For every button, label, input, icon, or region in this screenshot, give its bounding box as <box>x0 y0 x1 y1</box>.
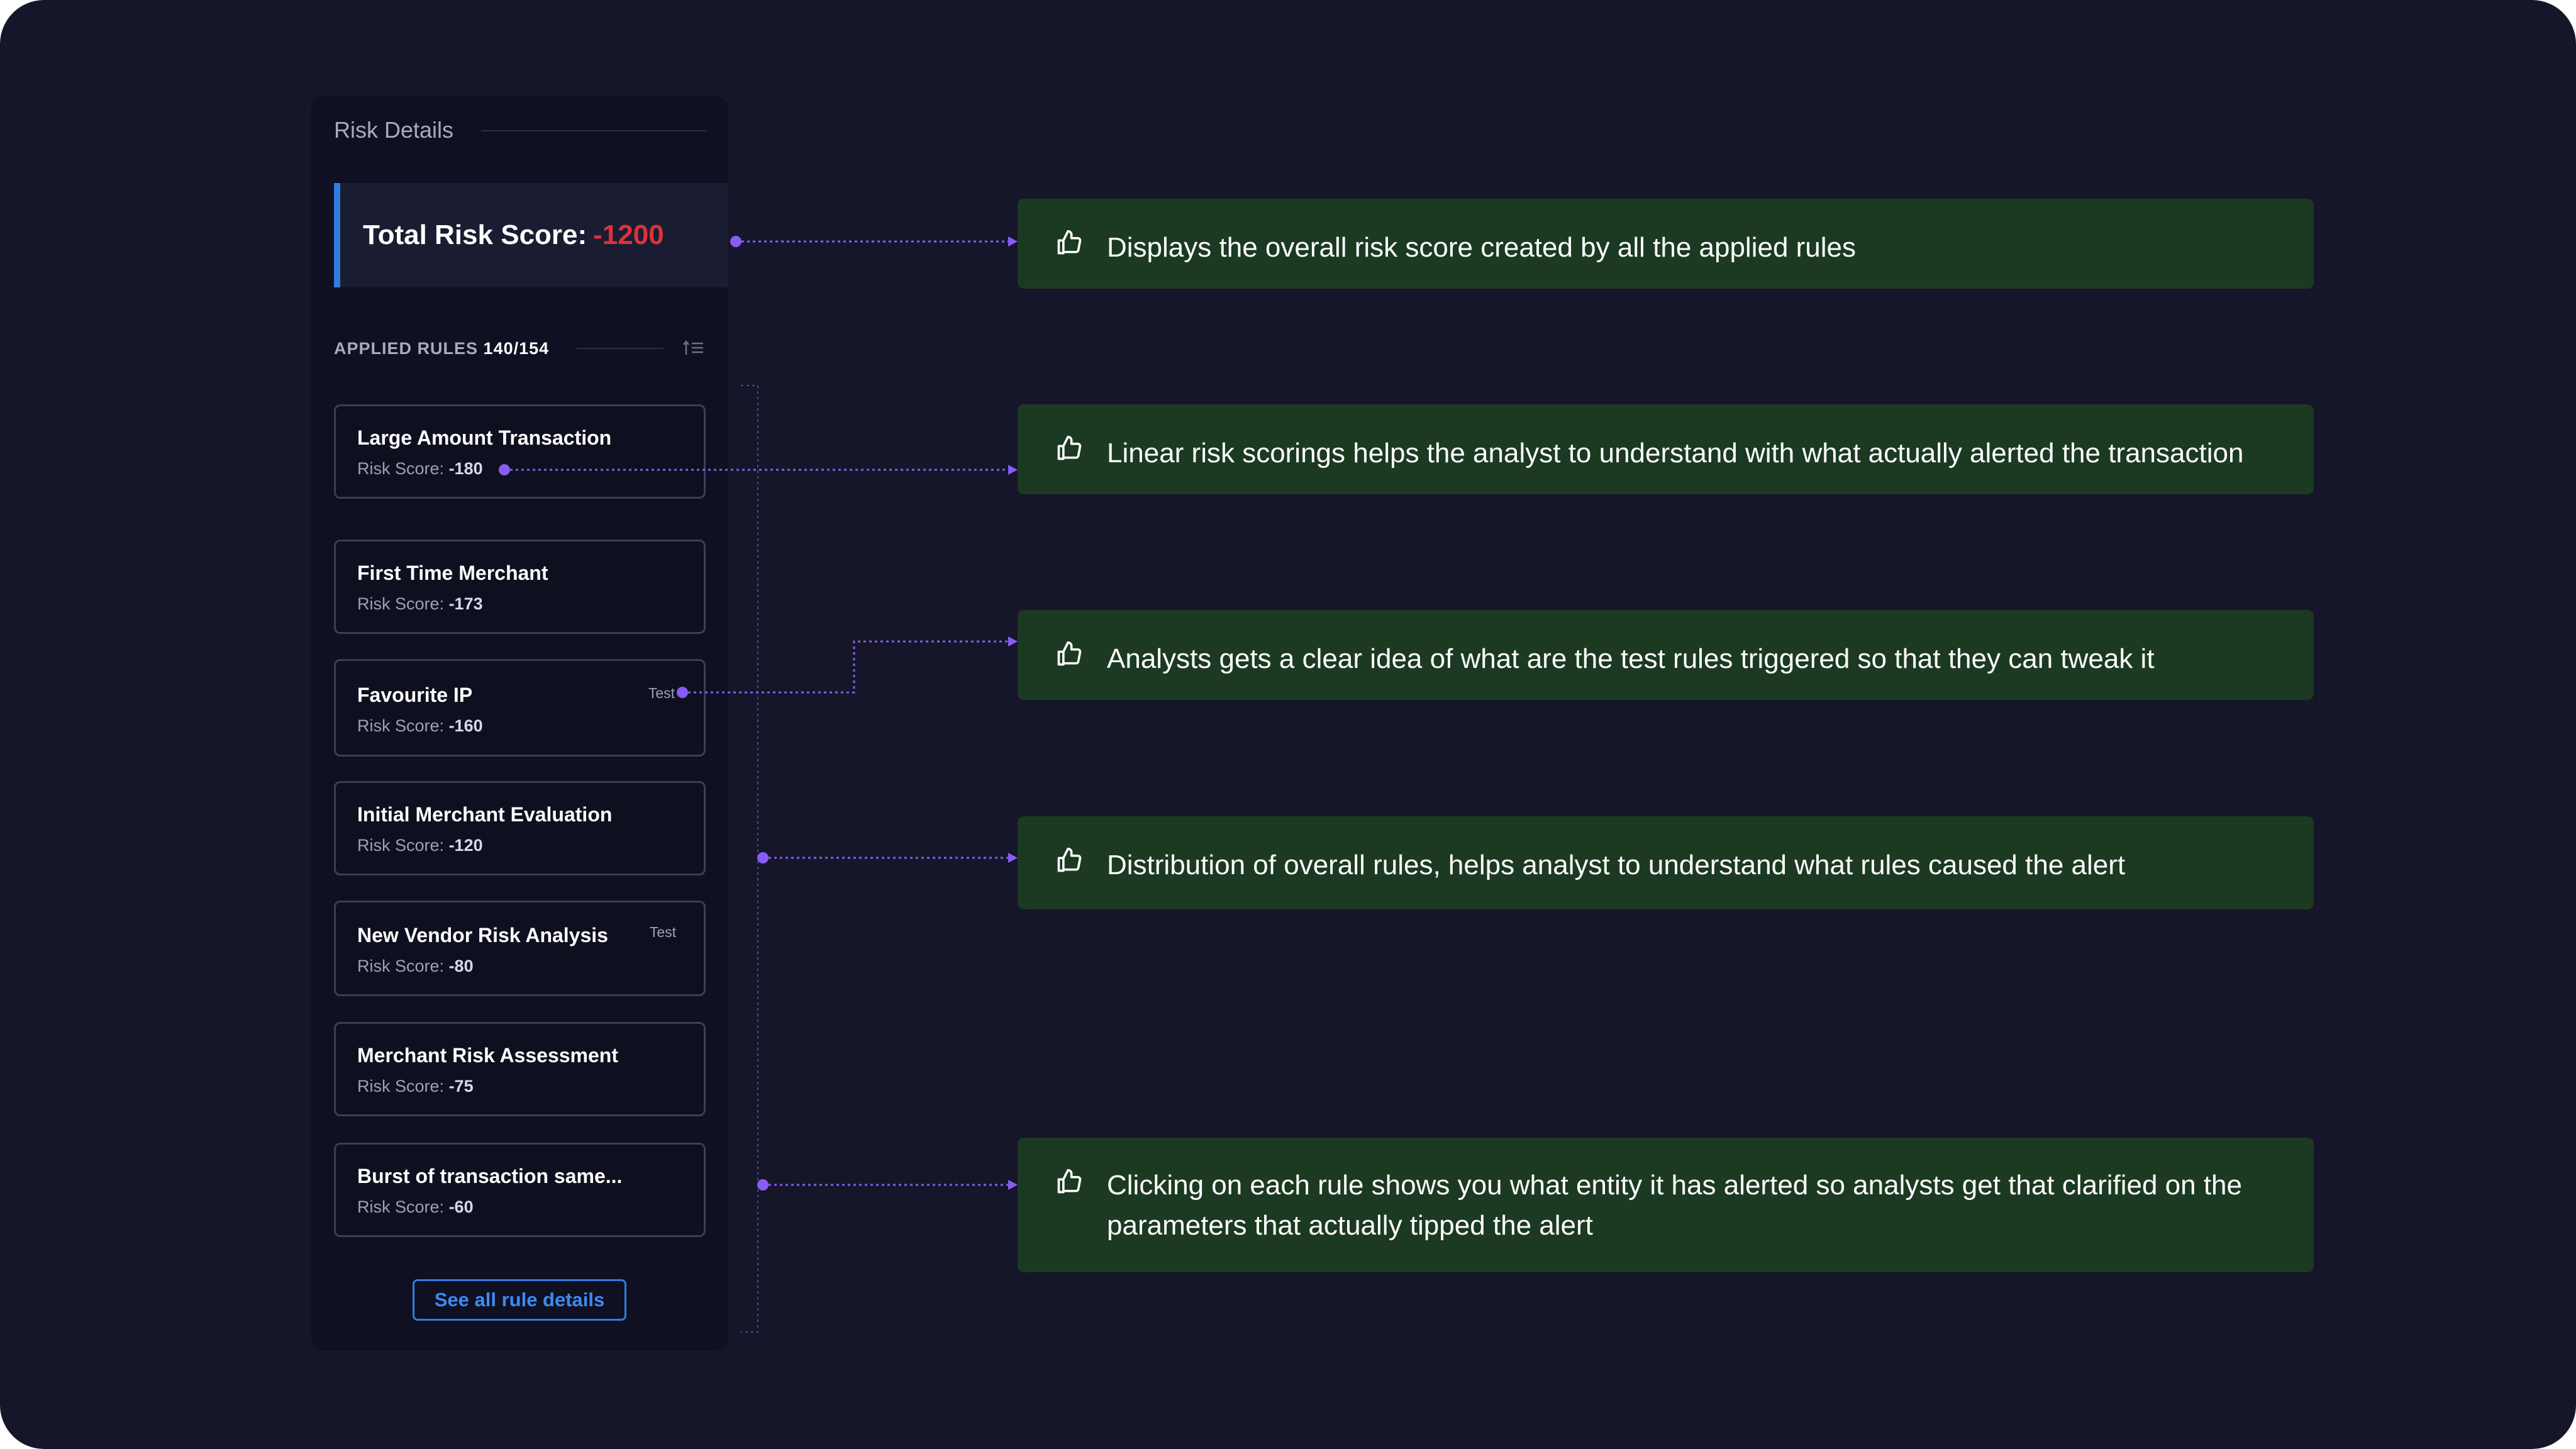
thumbs-up-icon <box>1057 230 1082 255</box>
callout-text: Clicking on each rule shows you what ent… <box>1107 1170 2242 1241</box>
applied-rules-divider <box>575 348 663 349</box>
rule-score: Risk Score: -180 <box>357 459 483 479</box>
callout: Linear risk scorings helps the analyst t… <box>1018 404 2314 494</box>
thumbs-up-icon <box>1057 641 1082 666</box>
rule-card[interactable]: Merchant Risk Assessment Risk Score: -75 <box>334 1022 706 1116</box>
rule-card[interactable]: First Time Merchant Risk Score: -173 <box>334 540 706 634</box>
rule-score: Risk Score: -60 <box>357 1197 474 1217</box>
rule-score: Risk Score: -173 <box>357 594 483 614</box>
callout: Displays the overall risk score created … <box>1018 199 2314 289</box>
rule-score-value: -80 <box>448 957 474 975</box>
test-tag: Test <box>649 924 676 940</box>
rule-score-label: Risk Score: <box>357 1197 445 1216</box>
panel-title: Risk Details <box>334 117 454 143</box>
callout-text: Displays the overall risk score created … <box>1107 232 1857 263</box>
rule-card[interactable]: Initial Merchant Evaluation Risk Score: … <box>334 781 706 875</box>
rule-name: Merchant Risk Assessment <box>357 1044 618 1067</box>
rule-score-value: -173 <box>448 594 483 613</box>
rule-score: Risk Score: -75 <box>357 1077 474 1096</box>
rule-name: First Time Merchant <box>357 562 548 584</box>
rule-name: New Vendor Risk Analysis <box>357 924 608 947</box>
callout: Analysts gets a clear idea of what are t… <box>1018 610 2314 700</box>
rule-card[interactable]: Burst of transaction same... Risk Score:… <box>334 1143 706 1237</box>
rule-score: Risk Score: -80 <box>357 957 474 976</box>
total-risk-score-label: Total Risk Score: <box>363 219 587 250</box>
rule-name: Large Amount Transaction <box>357 426 612 449</box>
rule-score: Risk Score: -160 <box>357 716 483 736</box>
applied-rules-header: APPLIED RULES 140/154 <box>334 339 549 358</box>
rule-score-label: Risk Score: <box>357 957 445 975</box>
rule-name: Initial Merchant Evaluation <box>357 803 613 826</box>
thumbs-up-icon <box>1057 435 1082 460</box>
total-risk-score-box: Total Risk Score:-1200 <box>334 183 728 287</box>
rule-score-label: Risk Score: <box>357 716 445 735</box>
callout-text: Distribution of overall rules, helps ana… <box>1107 850 2126 880</box>
rule-score-value: -120 <box>448 836 483 855</box>
test-tag: Test <box>648 685 675 701</box>
rule-score-value: -75 <box>448 1077 474 1096</box>
applied-rules-label: APPLIED RULES <box>334 339 479 358</box>
total-risk-score-value: -1200 <box>593 219 664 250</box>
see-all-rule-details-button[interactable]: See all rule details <box>413 1279 626 1321</box>
rule-score-value: -180 <box>448 459 483 478</box>
rule-card[interactable]: Large Amount Transaction Risk Score: -18… <box>334 404 706 499</box>
rule-score-label: Risk Score: <box>357 459 445 478</box>
rule-score-label: Risk Score: <box>357 1077 445 1096</box>
thumbs-up-icon <box>1057 847 1082 872</box>
rule-card[interactable]: New Vendor Risk Analysis Risk Score: -80… <box>334 901 706 996</box>
rule-score: Risk Score: -120 <box>357 836 483 855</box>
thumbs-up-icon <box>1057 1169 1082 1194</box>
rule-score-label: Risk Score: <box>357 836 445 855</box>
rule-score-value: -160 <box>448 716 483 735</box>
rule-score-value: -60 <box>448 1197 474 1216</box>
sort-icon[interactable] <box>682 338 705 357</box>
panel-title-divider <box>481 130 706 131</box>
rule-card[interactable]: Favourite IP Risk Score: -160 Test <box>334 659 706 757</box>
rule-name: Favourite IP <box>357 684 473 706</box>
callout-text: Analysts gets a clear idea of what are t… <box>1107 643 2155 674</box>
callout: Distribution of overall rules, helps ana… <box>1018 816 2314 909</box>
callout: Clicking on each rule shows you what ent… <box>1018 1138 2314 1272</box>
callout-text: Linear risk scorings helps the analyst t… <box>1107 438 2244 469</box>
rule-name: Burst of transaction same... <box>357 1165 623 1187</box>
applied-rules-count: 140/154 <box>483 339 550 358</box>
rule-score-label: Risk Score: <box>357 594 445 613</box>
total-risk-score: Total Risk Score:-1200 <box>363 219 664 251</box>
